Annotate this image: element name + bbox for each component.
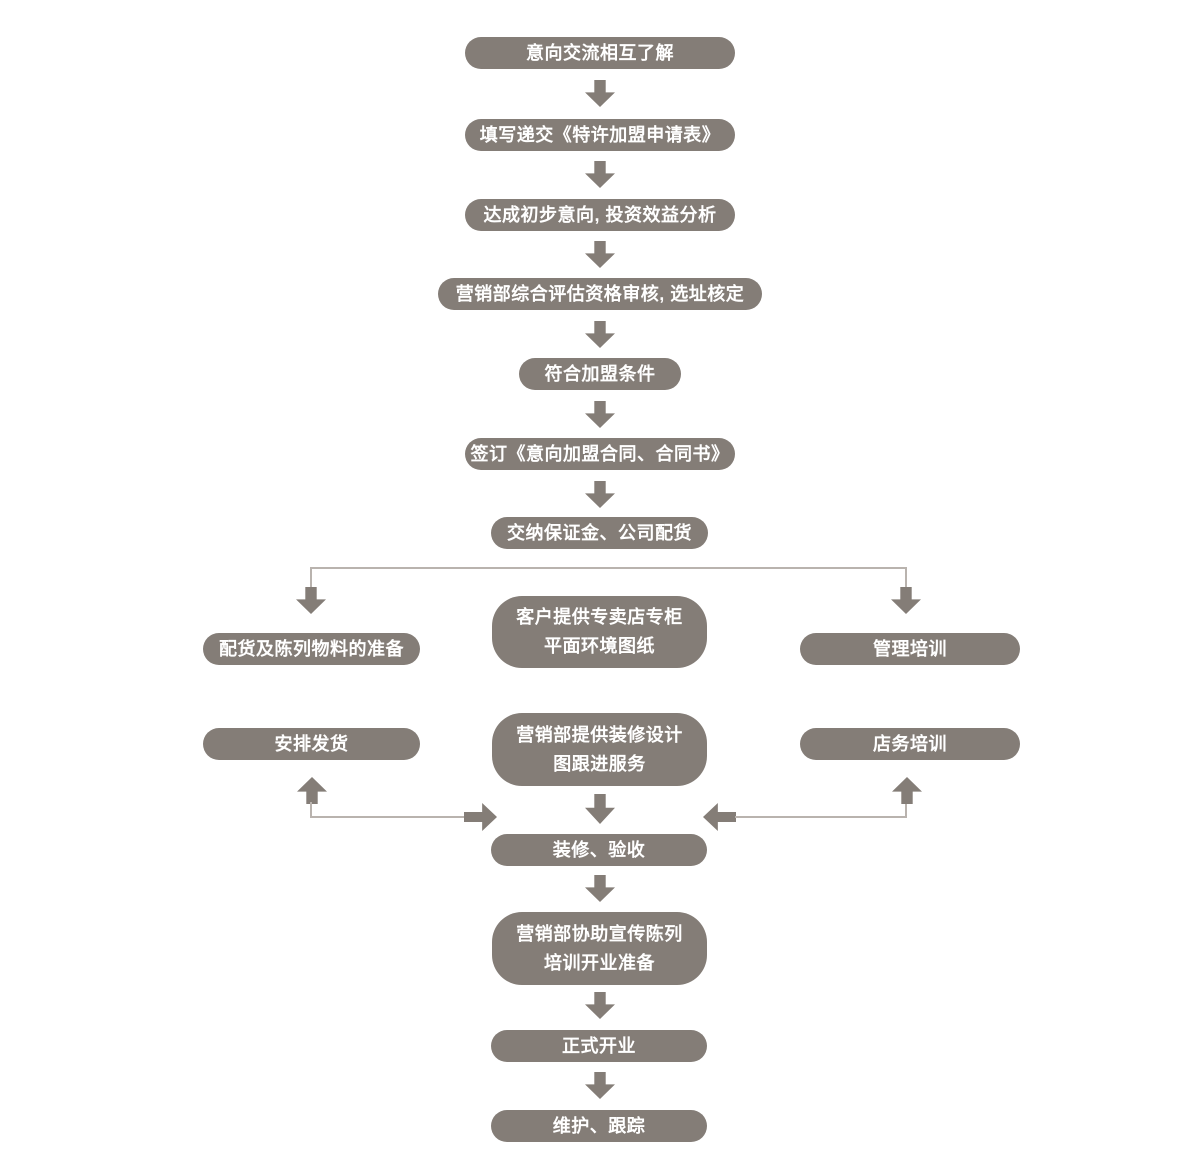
flow-node-application-form: 填写递交《特许加盟申请表》 — [465, 119, 735, 151]
down-arrow-icon — [585, 794, 615, 824]
down-arrow-icon — [891, 587, 921, 614]
right-arrow-icon — [464, 803, 497, 831]
flow-node-preliminary-intent: 达成初步意向, 投资效益分析 — [465, 199, 735, 231]
flow-node-design-service: 营销部提供装修设计 图跟进服务 — [492, 713, 707, 786]
branch-right-connector-line — [905, 567, 907, 589]
flow-node-intent-exchange: 意向交流相互了解 — [465, 37, 735, 69]
branch-left-connector-line — [310, 567, 312, 589]
left-arrow-icon — [703, 803, 736, 831]
down-arrow-icon — [585, 875, 615, 902]
flow-node-qualification-review: 营销部综合评估资格审核, 选址核定 — [438, 278, 762, 310]
down-arrow-icon — [585, 481, 615, 508]
down-arrow-icon — [585, 1072, 615, 1099]
down-arrow-icon — [585, 401, 615, 428]
merge-right-connector-line — [905, 802, 907, 818]
flow-node-arrange-shipment: 安排发货 — [203, 728, 420, 760]
merge-left-connector-line — [310, 802, 312, 818]
down-arrow-icon — [585, 321, 615, 348]
down-arrow-icon — [585, 241, 615, 268]
flow-node-store-training: 店务培训 — [800, 728, 1020, 760]
flow-node-opening-preparation: 营销部协助宣传陈列 培训开业准备 — [492, 912, 707, 985]
flow-node-customer-drawings: 客户提供专卖店专柜 平面环境图纸 — [492, 596, 707, 668]
flow-node-sign-contract: 签订《意向加盟合同、合同书》 — [465, 438, 735, 470]
flow-node-deposit-distribution: 交纳保证金、公司配货 — [491, 517, 708, 549]
flow-node-grand-opening: 正式开业 — [491, 1030, 707, 1062]
down-arrow-icon — [585, 80, 615, 107]
merge-right-connector-line — [735, 816, 907, 818]
down-arrow-icon — [585, 161, 615, 188]
up-arrow-icon — [892, 777, 922, 804]
flow-node-management-training: 管理培训 — [800, 633, 1020, 665]
up-arrow-icon — [297, 777, 327, 804]
merge-left-connector-line — [310, 816, 465, 818]
branch-connector-line — [310, 567, 907, 569]
flow-node-maintenance-tracking: 维护、跟踪 — [491, 1110, 707, 1142]
flow-node-goods-preparation: 配货及陈列物料的准备 — [203, 633, 420, 665]
down-arrow-icon — [585, 992, 615, 1019]
flow-node-meets-conditions: 符合加盟条件 — [519, 358, 681, 390]
flow-node-renovation-acceptance: 装修、验收 — [491, 834, 707, 866]
down-arrow-icon — [296, 587, 326, 614]
